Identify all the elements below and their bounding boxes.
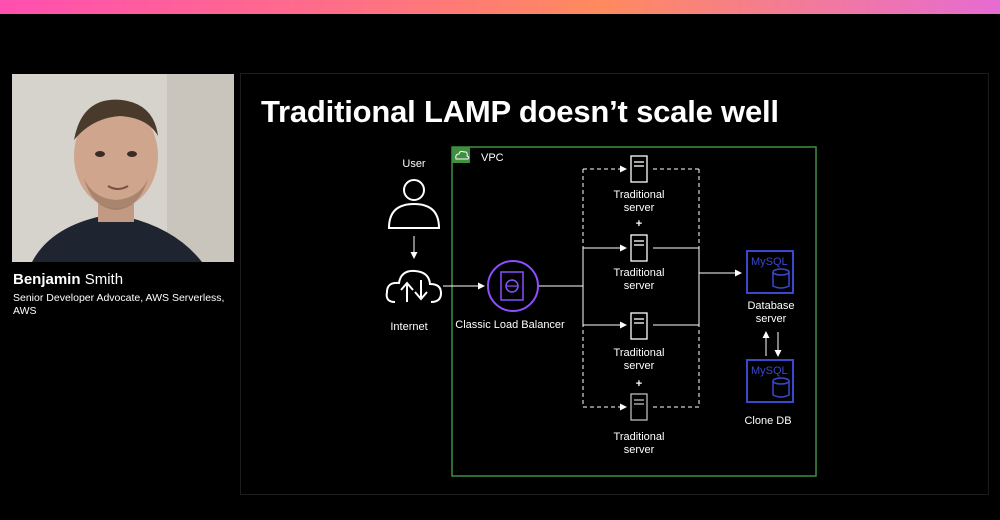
load-balancer-label: Classic Load Balancer (455, 319, 565, 331)
plus-sign-2: + (636, 378, 642, 390)
load-balancer-icon (487, 260, 539, 312)
plus-sign-1: + (636, 218, 642, 230)
database-label-line1: Database (747, 300, 794, 312)
presentation-slide: Traditional LAMP doesn’t scale well VPC … (241, 74, 988, 494)
vpc-label: VPC (481, 152, 504, 164)
cloud-icon (385, 269, 443, 303)
server-1-label-line2: server (624, 202, 655, 214)
server-icon (630, 393, 648, 421)
architecture-diagram: VPC User Internet Classic Load Balancer (385, 146, 817, 477)
mysql-icon (746, 359, 794, 403)
server-icon (630, 234, 648, 262)
server-3-label-line1: Traditional (614, 347, 665, 359)
top-gradient-bar (0, 0, 1000, 14)
user-icon (387, 179, 441, 229)
vpc-boundary (451, 146, 817, 477)
server-2-label-line1: Traditional (614, 267, 665, 279)
mysql-badge-2: MySQL (751, 365, 788, 377)
user-label: User (402, 158, 426, 170)
server-4-label-line1: Traditional (614, 431, 665, 443)
clone-db-label: Clone DB (744, 415, 791, 427)
vpc-cloud-icon (452, 147, 470, 163)
server-2-label-line2: server (624, 280, 655, 292)
speaker-name: Benjamin Smith (13, 271, 123, 288)
server-3-label-line2: server (624, 360, 655, 372)
speaker-last-name: Smith (84, 271, 124, 288)
mysql-icon (746, 250, 794, 294)
speaker-avatar (12, 74, 234, 262)
server-4-label-line2: server (624, 444, 655, 456)
server-icon (630, 155, 648, 183)
mysql-badge-1: MySQL (751, 256, 788, 268)
speaker-first-name: Benjamin (13, 271, 81, 288)
database-label-line2: server (756, 313, 787, 325)
slide-title: Traditional LAMP doesn’t scale well (261, 94, 779, 129)
internet-label: Internet (390, 321, 427, 333)
server-icon (630, 312, 648, 340)
speaker-video (12, 74, 234, 262)
speaker-title: Senior Developer Advocate, AWS Serverles… (13, 292, 225, 317)
server-1-label-line1: Traditional (614, 189, 665, 201)
